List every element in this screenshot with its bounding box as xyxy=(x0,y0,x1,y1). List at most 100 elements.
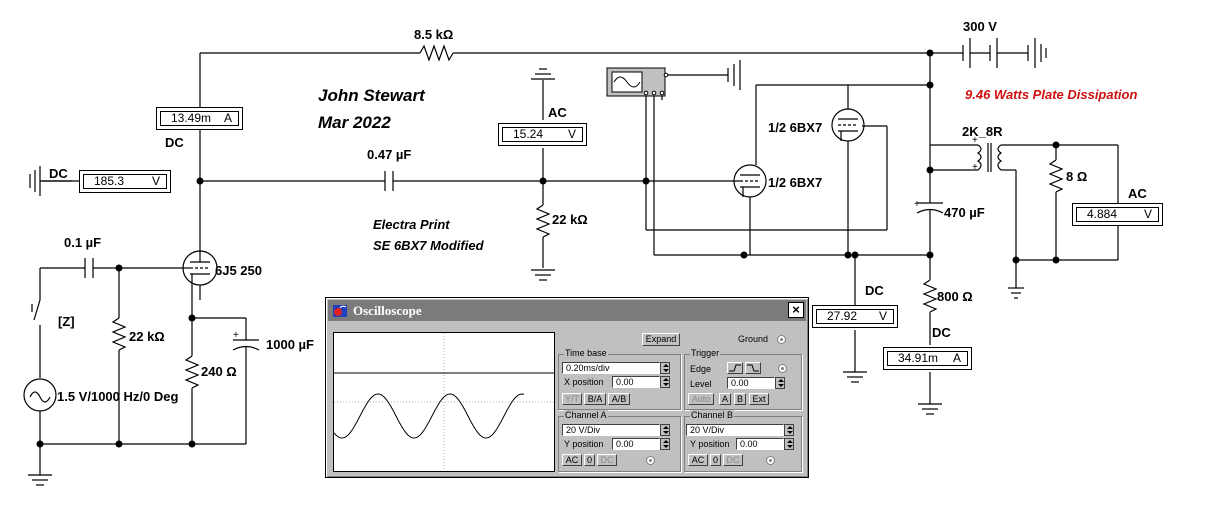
channel-a-ac-button[interactable]: AC xyxy=(562,454,582,466)
level-field[interactable]: 0.00 xyxy=(727,377,775,389)
time-base-label: Time base xyxy=(564,348,608,358)
svg-text:+: + xyxy=(233,330,239,341)
cathode-i-type: DC xyxy=(932,325,951,340)
label-6bx7-top: 1/2 6BX7 xyxy=(768,120,823,135)
design-note-1: Electra Print xyxy=(373,217,450,232)
channel-a-y-position-spinner[interactable] xyxy=(660,438,670,450)
x-position-label: X position xyxy=(564,377,604,387)
meter-unit: A xyxy=(223,111,232,125)
label-supply: 300 V xyxy=(963,19,997,34)
ground-terminal[interactable] xyxy=(777,335,786,344)
output-ac-type: AC xyxy=(1128,186,1147,201)
meter-output-ac[interactable]: 4.884 V xyxy=(1072,203,1163,226)
channel-b-terminal[interactable] xyxy=(766,456,775,465)
time-base-spinner[interactable] xyxy=(660,362,670,374)
channel-b-y-position-spinner[interactable] xyxy=(784,438,794,450)
channel-a-label: Channel A xyxy=(564,410,608,420)
design-note-2: SE 6BX7 Modified xyxy=(373,238,484,253)
trigger-ext-button[interactable]: Ext xyxy=(749,393,769,405)
channel-b-ac-button[interactable]: AC xyxy=(688,454,708,466)
channel-b-y-position-field[interactable]: 0.00 xyxy=(736,438,784,450)
oscilloscope-titlebar[interactable]: Oscilloscope × xyxy=(328,300,806,321)
meter-cathode-i[interactable]: 34.91m A xyxy=(883,347,972,370)
channel-a-group xyxy=(558,416,681,472)
label-6j5: 6J5 250 xyxy=(215,263,262,278)
meter-value: 34.91m xyxy=(898,351,939,365)
trigger-b-button[interactable]: B xyxy=(734,393,746,405)
label-6bx7-bottom: 1/2 6BX7 xyxy=(768,175,823,190)
level-label: Level xyxy=(690,379,712,389)
label-transformer: 2K_8R xyxy=(962,124,1003,139)
meter-plate-voltage[interactable]: 185.3 V xyxy=(79,170,171,193)
x-position-field[interactable]: 0.00 xyxy=(612,376,660,388)
channel-a-terminal[interactable] xyxy=(646,456,655,465)
scope-screen xyxy=(333,332,555,472)
mode-yt-button[interactable]: Y/T xyxy=(562,393,582,405)
cathode-v-type: DC xyxy=(865,283,884,298)
svg-text:+: + xyxy=(972,135,978,146)
x-position-spinner[interactable] xyxy=(660,376,670,388)
label-r-240: 240 Ω xyxy=(201,364,237,379)
label-c-01: 0.1 µF xyxy=(64,235,102,250)
meter-value: 27.92 xyxy=(827,309,858,323)
edge-falling-button[interactable] xyxy=(745,362,761,374)
meter-value: 4.884 xyxy=(1087,207,1118,221)
oscilloscope-app-icon xyxy=(333,305,347,317)
label-r-8: 8 Ω xyxy=(1066,169,1088,184)
channel-b-group xyxy=(684,416,802,472)
channel-b-dc-button[interactable]: DC xyxy=(723,454,743,466)
label-r-800: 800 Ω xyxy=(937,289,973,304)
plate-dissipation-note: 9.46 Watts Plate Dissipation xyxy=(965,87,1138,102)
meter-unit: V xyxy=(1143,207,1152,221)
mode-ba-button[interactable]: B/A xyxy=(584,393,606,405)
time-base-field[interactable]: 0.20ms/div xyxy=(562,362,660,374)
channel-a-scale-field[interactable]: 20 V/Div xyxy=(562,424,660,436)
channel-b-zero-button[interactable]: 0 xyxy=(710,454,721,466)
plate-current-type: DC xyxy=(165,135,184,150)
label-c-1000: 1000 µF xyxy=(266,337,314,352)
meter-unit: V xyxy=(151,174,160,188)
close-button[interactable]: × xyxy=(788,302,804,318)
label-r-22k-input: 22 kΩ xyxy=(129,329,165,344)
channel-a-y-position-label: Y position xyxy=(564,439,604,449)
meter-unit: V xyxy=(878,309,887,323)
falling-edge-icon xyxy=(747,364,759,372)
plate-voltage-type: DC xyxy=(49,166,68,181)
mode-ab-button[interactable]: A/B xyxy=(608,393,630,405)
trigger-auto-button[interactable]: Auto xyxy=(688,393,714,405)
meter-unit: A xyxy=(952,351,961,365)
meter-unit: V xyxy=(567,127,576,141)
grid-ac-type: AC xyxy=(548,105,567,120)
trigger-a-button[interactable]: A xyxy=(719,393,731,405)
channel-b-y-position-label: Y position xyxy=(690,439,730,449)
date-note: Mar 2022 xyxy=(318,113,391,132)
meter-value: 185.3 xyxy=(94,174,125,188)
channel-a-zero-button[interactable]: 0 xyxy=(584,454,595,466)
channel-b-scale-spinner[interactable] xyxy=(784,424,794,436)
channel-b-scale-field[interactable]: 20 V/Div xyxy=(686,424,784,436)
ground-label: Ground xyxy=(738,334,769,344)
channel-a-scale-spinner[interactable] xyxy=(660,424,670,436)
edge-label: Edge xyxy=(690,364,712,374)
channel-a-dc-button[interactable]: DC xyxy=(597,454,617,466)
trigger-terminal[interactable] xyxy=(778,364,787,373)
rising-edge-icon xyxy=(729,364,741,372)
label-r-22k-grid: 22 kΩ xyxy=(552,212,588,227)
channel-b-label: Channel B xyxy=(690,410,735,420)
meter-grid-ac[interactable]: 15.24 V xyxy=(498,123,587,146)
meter-value: 15.24 xyxy=(513,127,544,141)
oscilloscope-title: Oscilloscope xyxy=(353,303,422,318)
channel-a-y-position-field[interactable]: 0.00 xyxy=(612,438,660,450)
level-spinner[interactable] xyxy=(775,377,785,389)
trigger-group xyxy=(684,354,802,410)
oscilloscope-window[interactable]: Oscilloscope × Expand Ground Time base 0… xyxy=(325,297,809,478)
label-source: 1.5 V/1000 Hz/0 Deg xyxy=(57,389,179,404)
label-c-047: 0.47 µF xyxy=(367,147,412,162)
trace-channel-a xyxy=(334,393,525,439)
edge-rising-button[interactable] xyxy=(727,362,743,374)
meter-cathode-v[interactable]: 27.92 V xyxy=(812,305,898,328)
svg-text:+: + xyxy=(972,162,978,173)
expand-button[interactable]: Expand xyxy=(642,333,680,346)
